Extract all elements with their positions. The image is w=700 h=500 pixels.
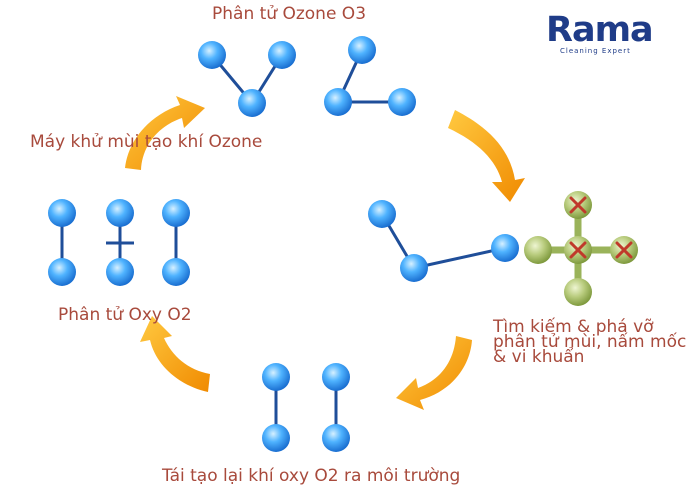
oxygen-atom-icon [322, 363, 350, 391]
odor-molecule-icon [524, 191, 638, 306]
oxygen-atom-icon [368, 200, 396, 228]
cycle-arrow-bottom-right [396, 336, 472, 410]
oxygen-atom-icon [262, 424, 290, 452]
label-destroy-odor-line-1: Tìm kiếm & phá vỡ [493, 317, 654, 337]
label-destroy-odor: Tìm kiếm & phá vỡ phân tử mùi, nấm mốc &… [493, 317, 693, 367]
oxygen-atom-icon [162, 258, 190, 286]
oxygen-atom-icon [268, 41, 296, 69]
label-regenerate-oxygen: Tái tạo lại khí oxy O2 ra môi trường [162, 466, 461, 486]
oxygen-atom-icon [348, 36, 376, 64]
oxygen-atom-icon [162, 199, 190, 227]
oxygen-atom-icon [198, 41, 226, 69]
logo-tagline: Cleaning Expert [560, 47, 631, 55]
label-oxygen-molecule: Phân tử Oxy O2 [58, 305, 192, 325]
oxygen-atom-icon [262, 363, 290, 391]
oxygen-molecule-left-3 [162, 199, 190, 286]
cycle-arrow-bottom-left [140, 316, 210, 392]
oxygen-atom-icon [48, 199, 76, 227]
rama-logo-icon: Rama Cleaning Expert [530, 10, 665, 60]
oxygen-molecule-left-1 [48, 199, 76, 286]
oxygen-atom-icon [106, 258, 134, 286]
oxygen-atom-icon [48, 258, 76, 286]
cross-mark-icon [569, 196, 633, 259]
label-ozone-molecule: Phân tử Ozone O3 [212, 4, 367, 24]
oxygen-atom-icon [106, 199, 134, 227]
oxygen-molecule-bottom-1 [262, 363, 290, 452]
oxygen-atom-icon [322, 424, 350, 452]
oxygen-atom-icon [324, 88, 352, 116]
label-ozone-generator: Máy khử mùi tạo khí Ozone [30, 132, 263, 152]
oxygen-atom-icon [238, 89, 266, 117]
oxygen-atom-icon [491, 234, 519, 262]
ozone-molecule-attacking [368, 200, 519, 282]
oxygen-atom-icon [400, 254, 428, 282]
ozone-molecule-bent [198, 41, 296, 117]
oxygen-atom-icon [388, 88, 416, 116]
label-destroy-odor-line-3: & vi khuẩn [493, 347, 585, 367]
cycle-arrow-top-left [125, 96, 205, 170]
cycle-arrow-top-right [448, 110, 525, 202]
label-destroy-odor-line-2: phân tử mùi, nấm mốc [493, 332, 687, 352]
oxygen-molecule-bottom-2 [322, 363, 350, 452]
oxygen-molecule-left-2 [106, 199, 134, 286]
ozone-molecule-angled [324, 36, 416, 116]
logo-wordmark: Rama [546, 10, 654, 50]
